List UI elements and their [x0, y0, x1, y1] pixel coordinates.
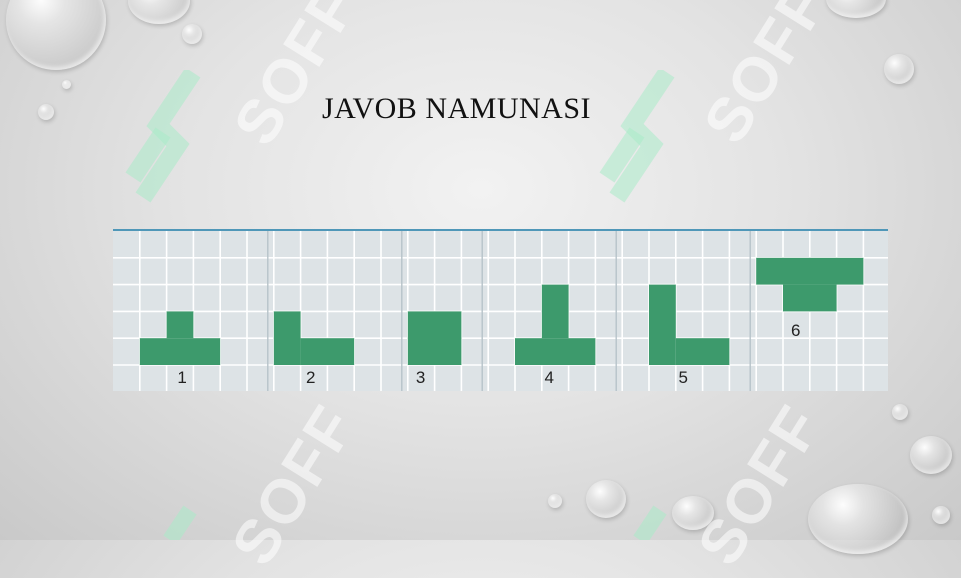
- water-drop: [932, 506, 950, 524]
- figure-block: [139, 338, 221, 365]
- figure-4: 4: [515, 284, 596, 387]
- figure-block: [541, 284, 569, 339]
- soff-logo-icon: [125, 70, 201, 203]
- water-drop: [892, 404, 908, 420]
- watermark-text: SOFF: [220, 0, 372, 158]
- figure-label: 4: [544, 368, 553, 387]
- soff-logo-icon: [163, 505, 197, 540]
- soff-logo-icon: [599, 70, 675, 203]
- water-drop: [884, 54, 914, 84]
- figure-3: 3: [407, 311, 462, 387]
- water-drop: [910, 436, 952, 474]
- figure-label: 3: [416, 368, 425, 387]
- grid-figures: 1 2 3 4 5 6: [113, 231, 888, 391]
- water-drop: [182, 24, 202, 44]
- figure-2: 2: [273, 311, 355, 387]
- soff-logo-icon: [633, 505, 667, 540]
- water-drop: [548, 494, 562, 508]
- watermark-text: SOFF: [218, 393, 370, 578]
- figure-label: 6: [791, 321, 800, 340]
- water-drop: [6, 0, 106, 70]
- figure-label: 2: [306, 368, 315, 387]
- figure-6: 6: [756, 257, 864, 340]
- figure-block: [783, 284, 837, 312]
- water-drop: [62, 80, 71, 89]
- figure-block: [300, 338, 355, 365]
- figure-5: 5: [649, 284, 730, 387]
- slide-title: JAVOB NAMUNASI: [322, 92, 591, 125]
- figure-block: [515, 338, 596, 365]
- figure-block: [273, 311, 301, 365]
- figure-block: [675, 338, 730, 365]
- figure-block: [166, 311, 194, 339]
- water-drop: [808, 484, 908, 554]
- figure-block: [649, 284, 676, 365]
- figure-block: [407, 311, 462, 365]
- watermark-text: SOFF: [684, 393, 836, 578]
- figure-label: 1: [177, 368, 186, 387]
- water-drop: [38, 104, 54, 120]
- water-drop: [672, 496, 714, 530]
- watermark-text: SOFF: [690, 0, 842, 156]
- water-drop: [586, 480, 626, 518]
- answer-grid: 1 2 3 4 5 6: [113, 229, 888, 391]
- figure-1: 1: [139, 311, 221, 387]
- figure-label: 5: [678, 368, 687, 387]
- figure-block: [756, 257, 864, 285]
- water-drop: [826, 0, 886, 18]
- water-drop: [128, 0, 190, 24]
